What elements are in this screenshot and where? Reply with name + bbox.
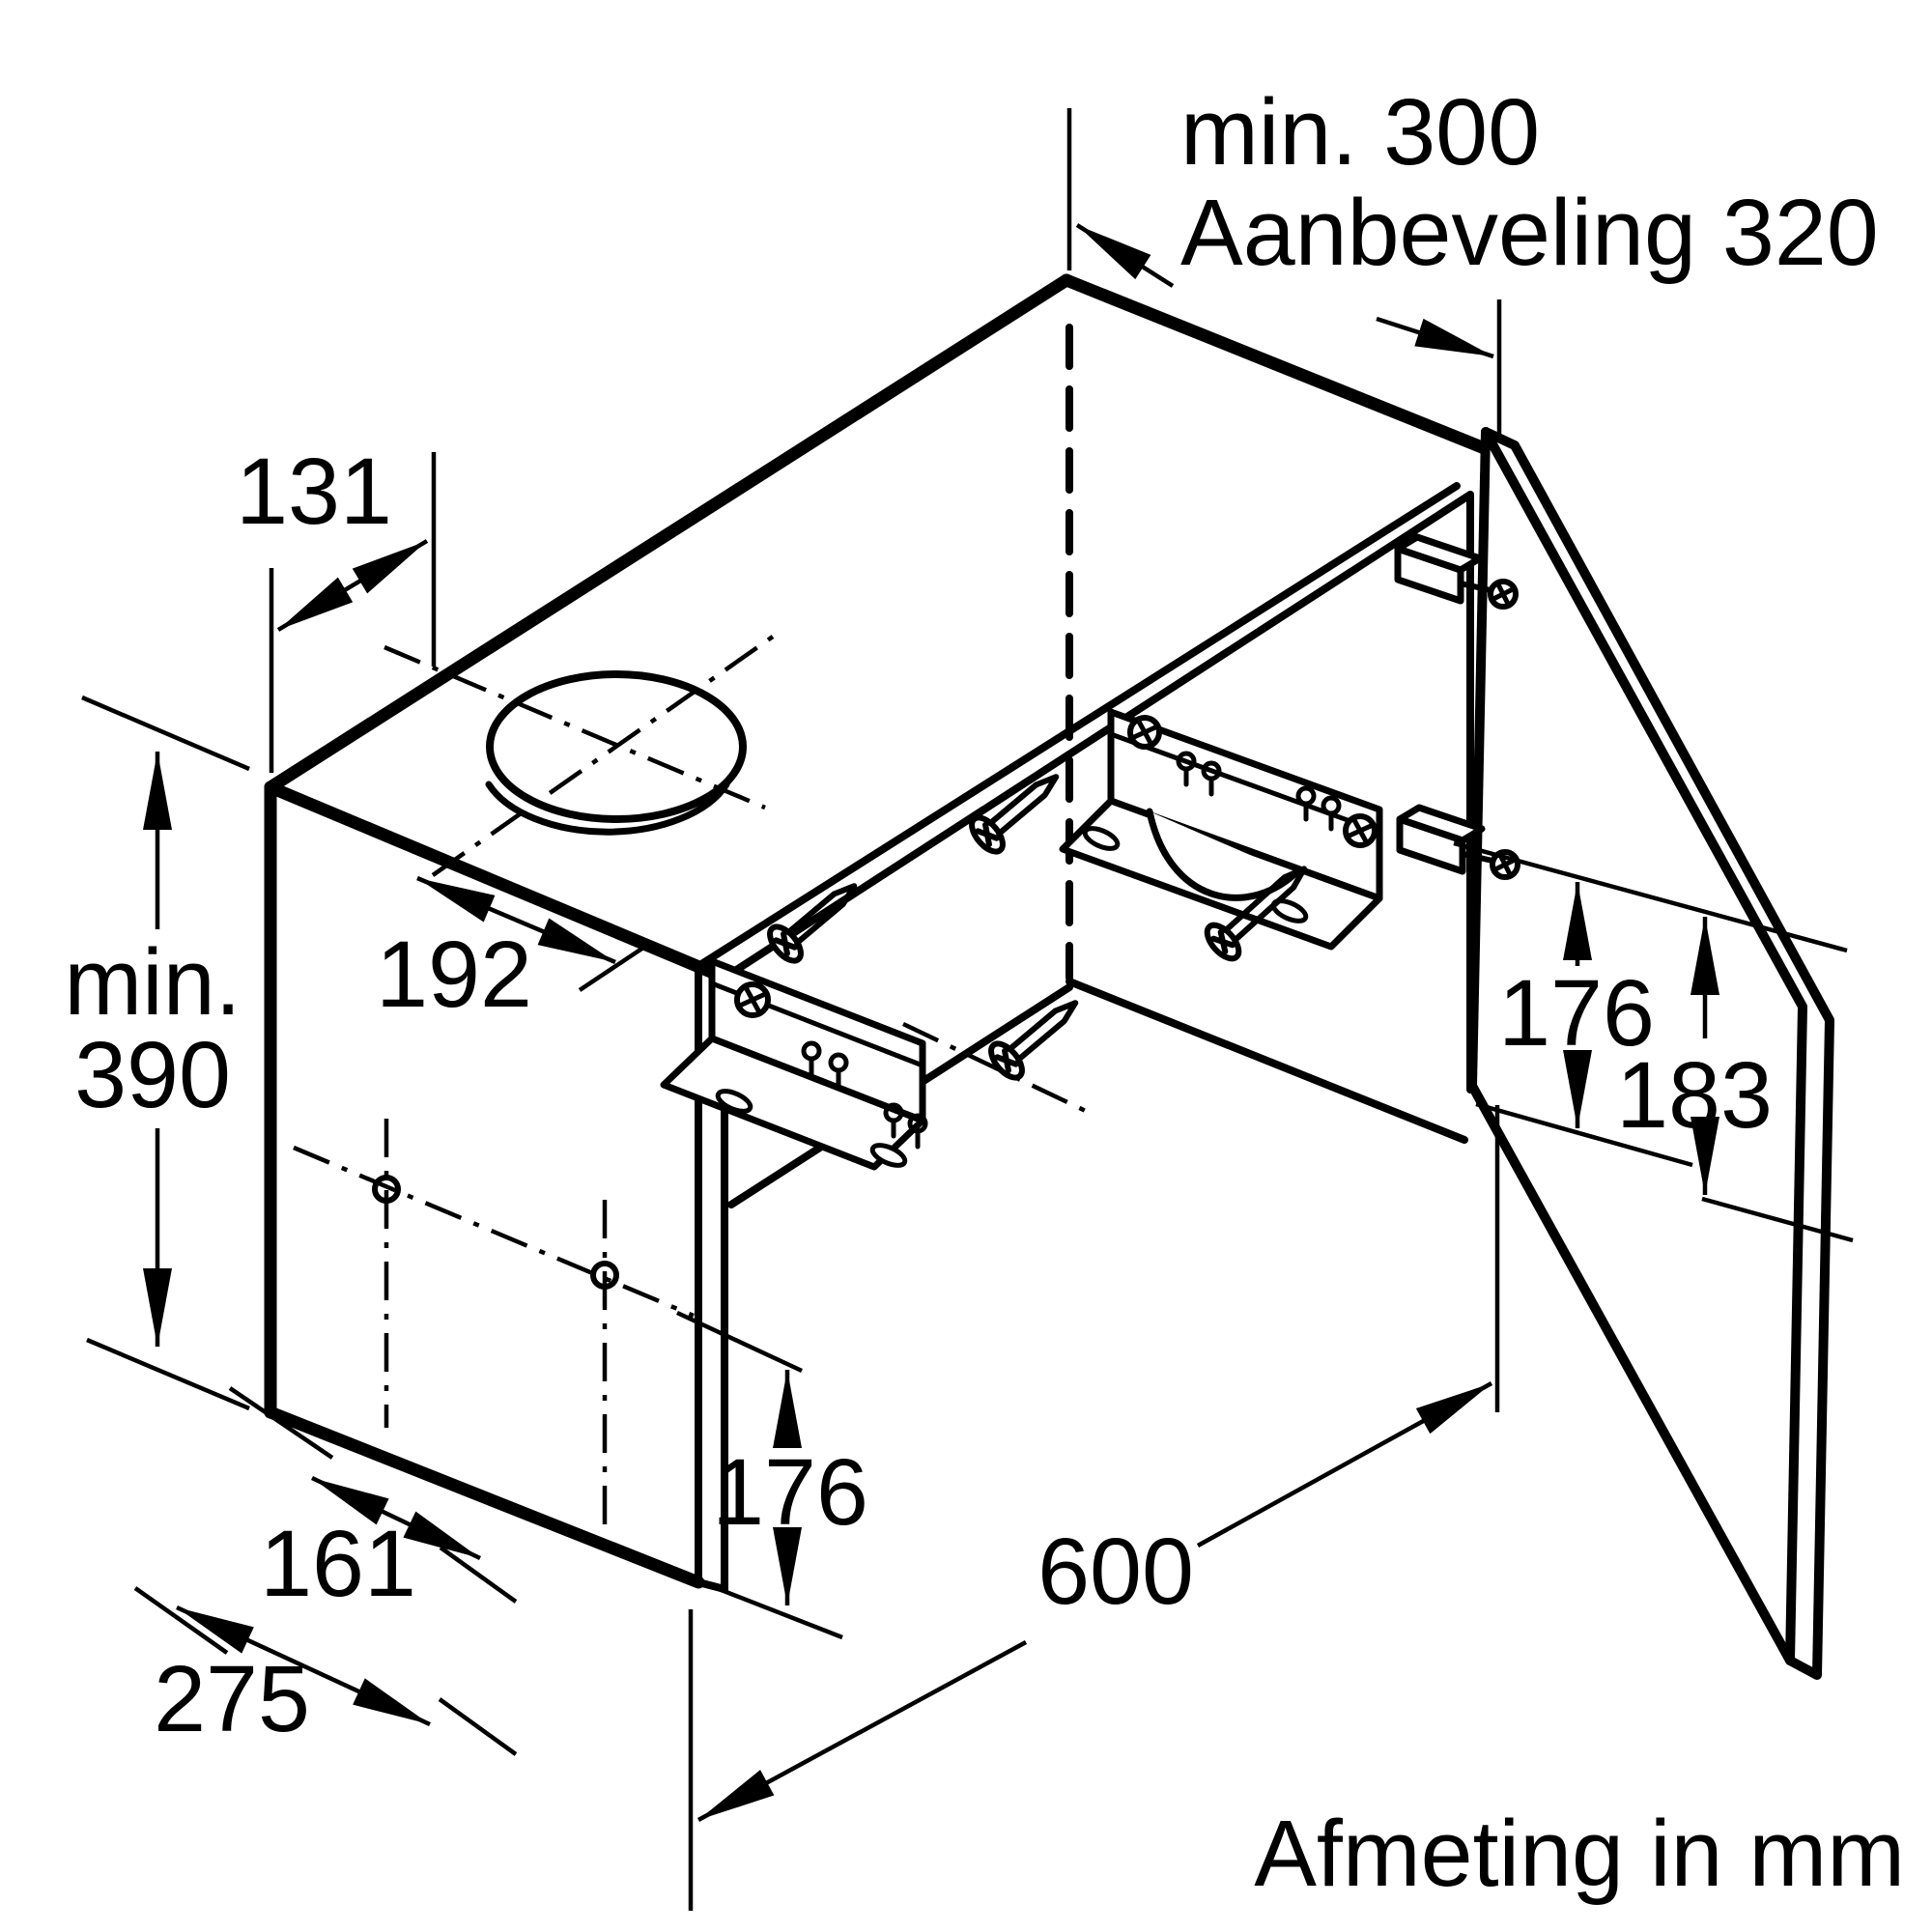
dimension-min-390: min. 390 bbox=[64, 695, 250, 1411]
mounting-screws bbox=[767, 774, 1307, 1081]
keyhole-slots-icon bbox=[1176, 751, 1342, 832]
dim-label-min: min. bbox=[64, 929, 241, 1035]
dim-label-183: 183 bbox=[1616, 1042, 1773, 1148]
dimension-183: 183 bbox=[1616, 917, 1854, 1243]
dimension-top-clearance: min. 300 Aanbeveling 320 bbox=[1066, 79, 1879, 437]
dimension-275: 275 bbox=[133, 1586, 518, 1756]
dim-label-aanbeveling-320: Aanbeveling 320 bbox=[1180, 180, 1879, 285]
keyhole-slots-icon bbox=[801, 1040, 928, 1150]
dim-label-192: 192 bbox=[376, 922, 532, 1027]
dim-label-390: 390 bbox=[74, 1022, 231, 1127]
door-panel-thickness bbox=[1481, 427, 1834, 1680]
cabinet-door-open bbox=[1467, 427, 1834, 1680]
dim-label-176-front: 176 bbox=[712, 1439, 868, 1545]
mounting-bracket-right bbox=[1059, 708, 1383, 951]
dimension-161: 161 bbox=[228, 1386, 518, 1616]
dim-label-131: 131 bbox=[236, 439, 392, 544]
front-screw-holes bbox=[372, 1175, 619, 1290]
vent-hole bbox=[485, 670, 747, 836]
dim-label-176-side: 176 bbox=[1498, 960, 1655, 1065]
dim-label-600: 600 bbox=[1037, 1519, 1194, 1624]
top-panel-ridge-edge bbox=[1060, 273, 1498, 458]
dimension-176-front: 176 bbox=[676, 1310, 868, 1640]
dim-label-275: 275 bbox=[154, 1646, 310, 1751]
front-panel-bottom-edge bbox=[264, 1406, 705, 1589]
dimension-176-side: 176 bbox=[1453, 840, 1848, 1168]
top-panel-left-edge bbox=[264, 273, 1073, 794]
dimension-600: 600 bbox=[688, 1105, 1500, 1911]
dimension-131: 131 bbox=[236, 439, 437, 773]
hinge-bottom bbox=[1396, 804, 1520, 880]
hinge-top bbox=[1394, 533, 1519, 610]
dim-label-161: 161 bbox=[260, 1511, 416, 1616]
dimension-192: 192 bbox=[376, 875, 651, 1027]
mounting-bracket-left bbox=[660, 957, 928, 1171]
units-note: Afmeting in mm bbox=[1254, 1801, 1905, 1906]
dim-label-min-300: min. 300 bbox=[1180, 79, 1540, 185]
